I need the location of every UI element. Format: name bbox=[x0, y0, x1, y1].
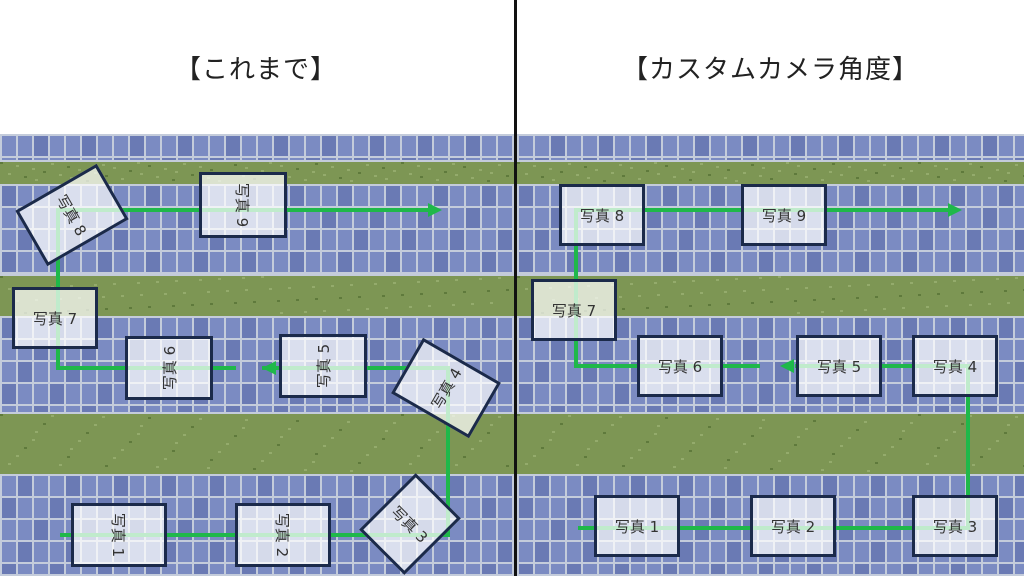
right-photo-frame-4: 写真 4 bbox=[912, 335, 998, 397]
right-photo-label-7: 写真 7 bbox=[551, 301, 597, 320]
right-photo-frame-9: 写真 9 bbox=[741, 184, 827, 246]
right-photo-label-4: 写真 4 bbox=[932, 357, 978, 376]
left-photo-frame-2: 写真 2 bbox=[235, 503, 331, 567]
left-photo-label-2: 写真 2 bbox=[273, 512, 292, 558]
right-photo-label-5: 写真 5 bbox=[816, 357, 862, 376]
left-photo-frame-6: 写真 6 bbox=[125, 336, 213, 400]
left-panel-title: 【これまで】 bbox=[174, 55, 337, 85]
right-photo-frame-1: 写真 1 bbox=[594, 495, 680, 557]
left-photo-frame-7: 写真 7 bbox=[12, 287, 98, 349]
left-photo-label-7: 写真 7 bbox=[32, 309, 78, 328]
right-photo-frame-8: 写真 8 bbox=[559, 184, 645, 246]
right-photo-label-2: 写真 2 bbox=[770, 517, 816, 536]
left-photo-label-9: 写真 9 bbox=[233, 182, 252, 228]
left-photo-label-1: 写真 1 bbox=[109, 512, 128, 558]
right-photo-label-9: 写真 9 bbox=[761, 206, 807, 225]
right-photo-label-1: 写真 1 bbox=[614, 517, 660, 536]
right-photo-frame-2: 写真 2 bbox=[750, 495, 836, 557]
right-photo-frame-6: 写真 6 bbox=[637, 335, 723, 397]
left-photo-label-5: 写真 5 bbox=[314, 343, 333, 389]
right-photo-frame-5: 写真 5 bbox=[796, 335, 882, 397]
left-photo-frame-9: 写真 9 bbox=[199, 172, 287, 238]
right-photo-frame-3: 写真 3 bbox=[912, 495, 998, 557]
left-photo-label-8: 写真 8 bbox=[52, 191, 91, 239]
right-photo-frame-7: 写真 7 bbox=[531, 279, 617, 341]
left-photo-label-4: 写真 4 bbox=[427, 364, 466, 412]
right-photo-label-8: 写真 8 bbox=[579, 206, 625, 225]
panel-divider bbox=[514, 0, 517, 576]
right-photo-label-3: 写真 3 bbox=[932, 517, 978, 536]
right-panel-title: 【カスタムカメラ角度】 bbox=[621, 55, 919, 85]
left-photo-label-6: 写真 6 bbox=[160, 345, 179, 391]
left-photo-label-3: 写真 3 bbox=[387, 502, 432, 547]
left-photo-frame-5: 写真 5 bbox=[279, 334, 367, 398]
left-photo-frame-1: 写真 1 bbox=[71, 503, 167, 567]
right-photo-label-6: 写真 6 bbox=[657, 357, 703, 376]
